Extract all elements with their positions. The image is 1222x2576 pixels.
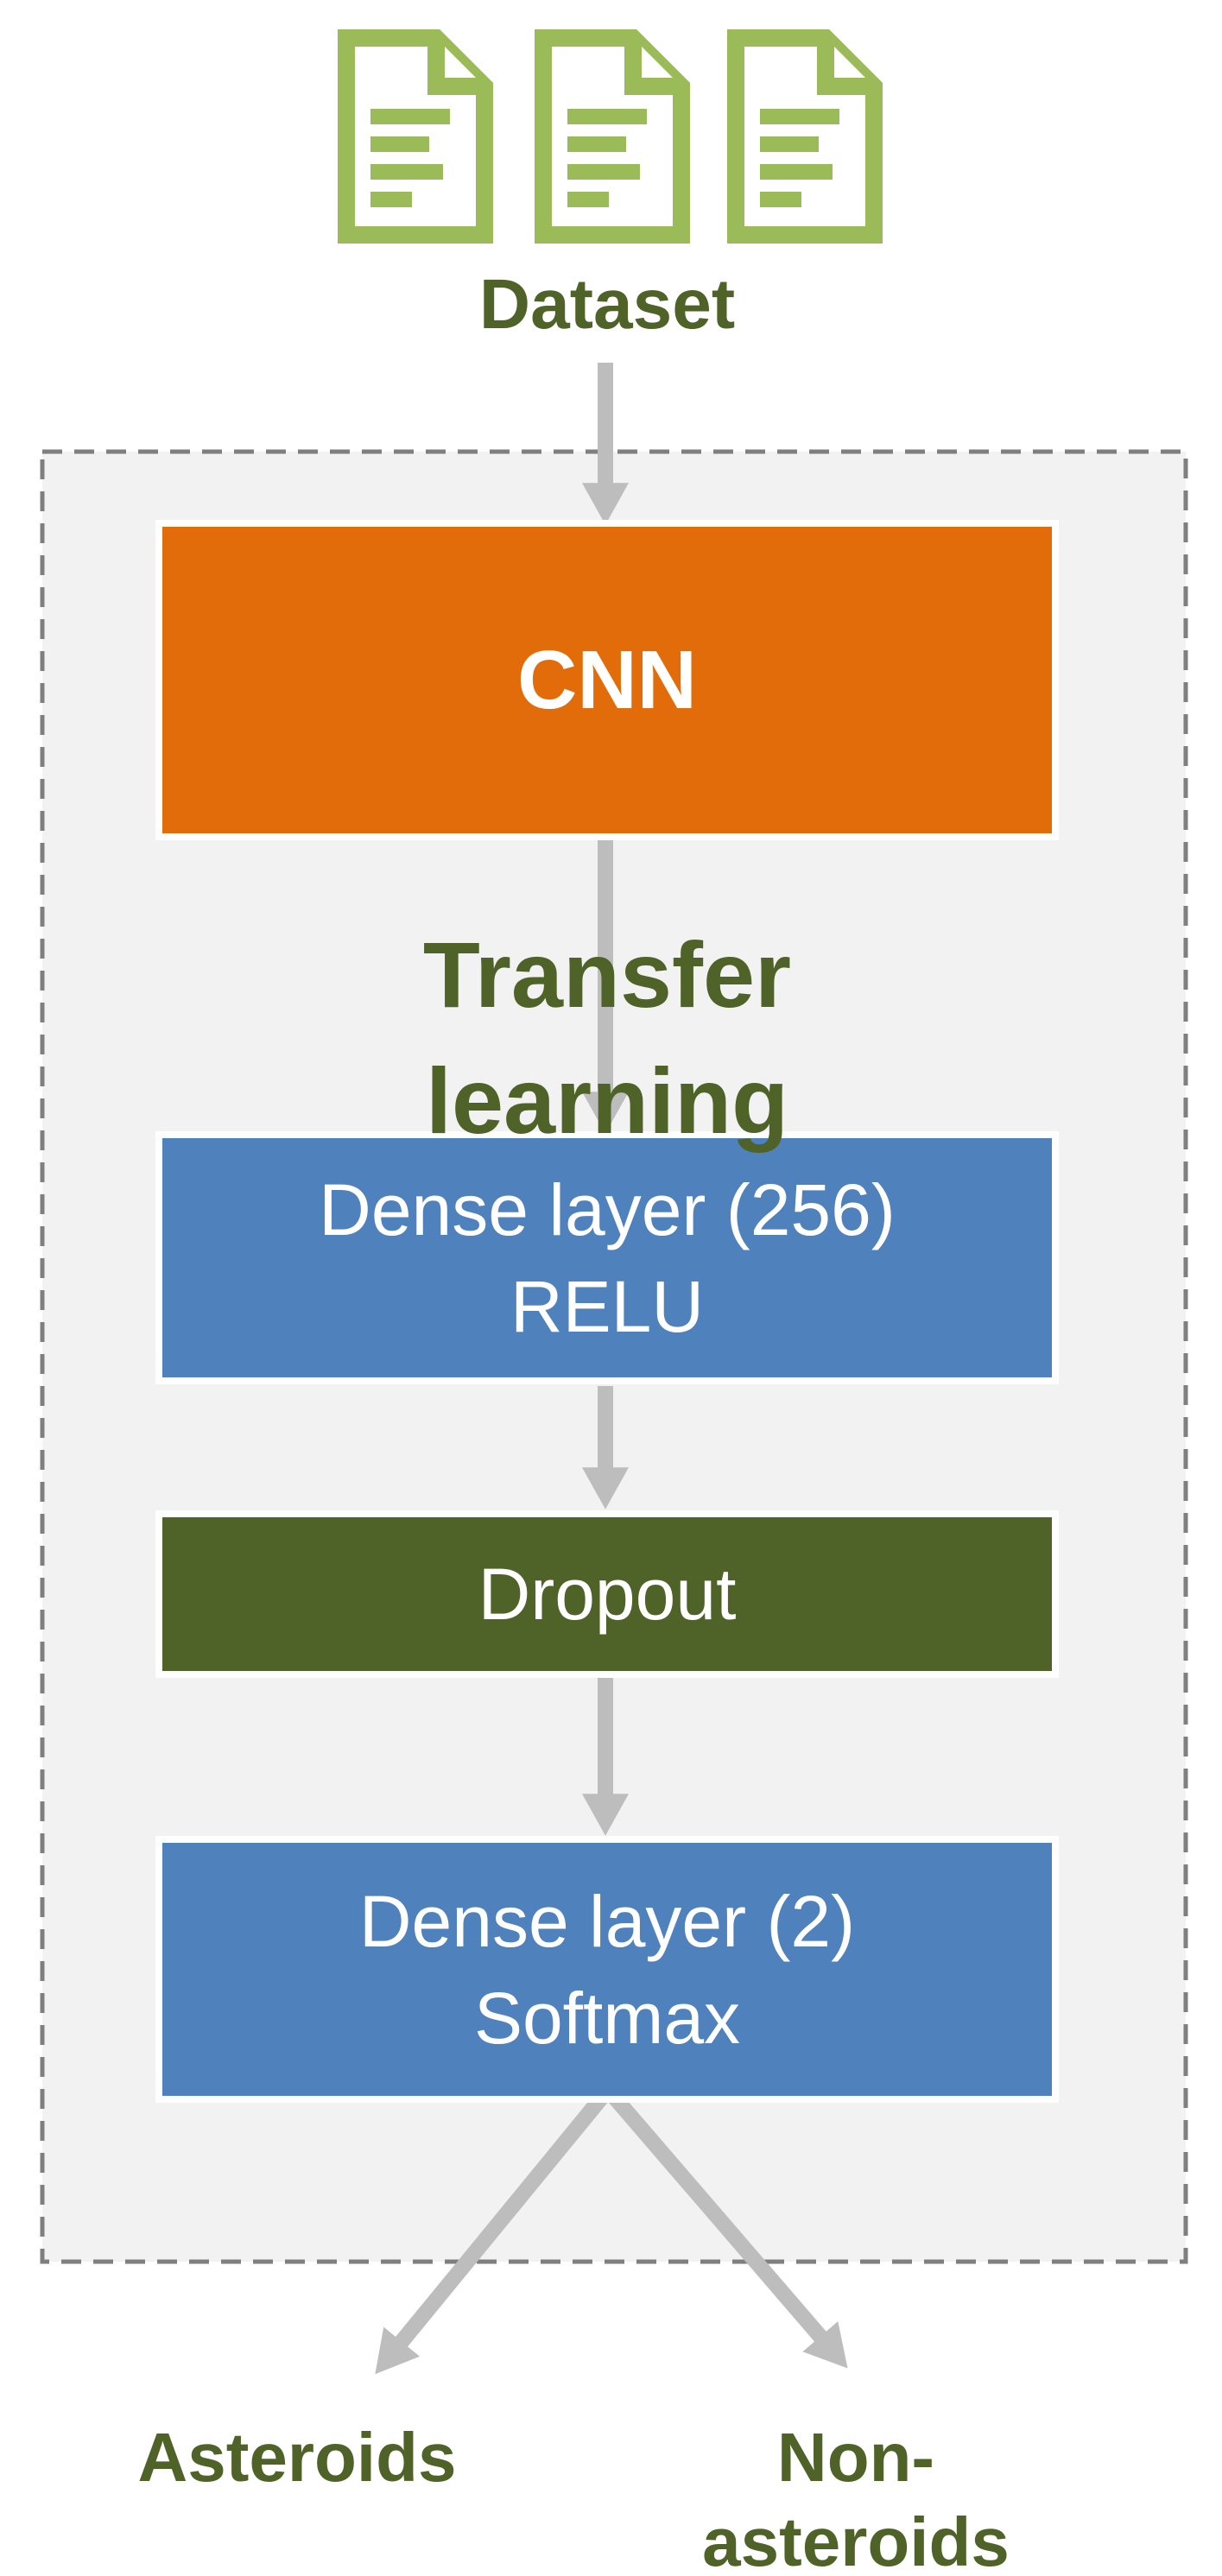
dense-2-label-line2: Softmax — [473, 1977, 741, 2059]
dense-256-box: Dense layer (256) RELU — [155, 1131, 1059, 1384]
dense-256-label-line1: Dense layer (256) — [319, 1168, 896, 1250]
arrow-to-non-asteroids — [602, 2085, 848, 2369]
dropout-label: Dropout — [478, 1553, 737, 1635]
asteroids-label: Asteroids — [137, 2419, 457, 2496]
dropout-box: Dropout — [155, 1510, 1059, 1678]
cnn-box: CNN — [155, 520, 1059, 840]
dataset-label: Dataset — [478, 265, 736, 344]
document-icon — [727, 29, 883, 244]
dense-2-box: Dense layer (2) Softmax — [155, 1836, 1059, 2103]
arrow-to-asteroids — [375, 2085, 614, 2375]
non-asteroids-label: Non- asteroids — [702, 2419, 1010, 2576]
transfer-learning-label: Transfer learning — [422, 922, 792, 1153]
dense-2-label-line1: Dense layer (2) — [358, 1880, 856, 1962]
document-icon — [535, 29, 690, 244]
document-icon — [338, 29, 493, 244]
cnn-label: CNN — [517, 633, 697, 726]
dense-256-label-line2: RELU — [510, 1265, 705, 1347]
